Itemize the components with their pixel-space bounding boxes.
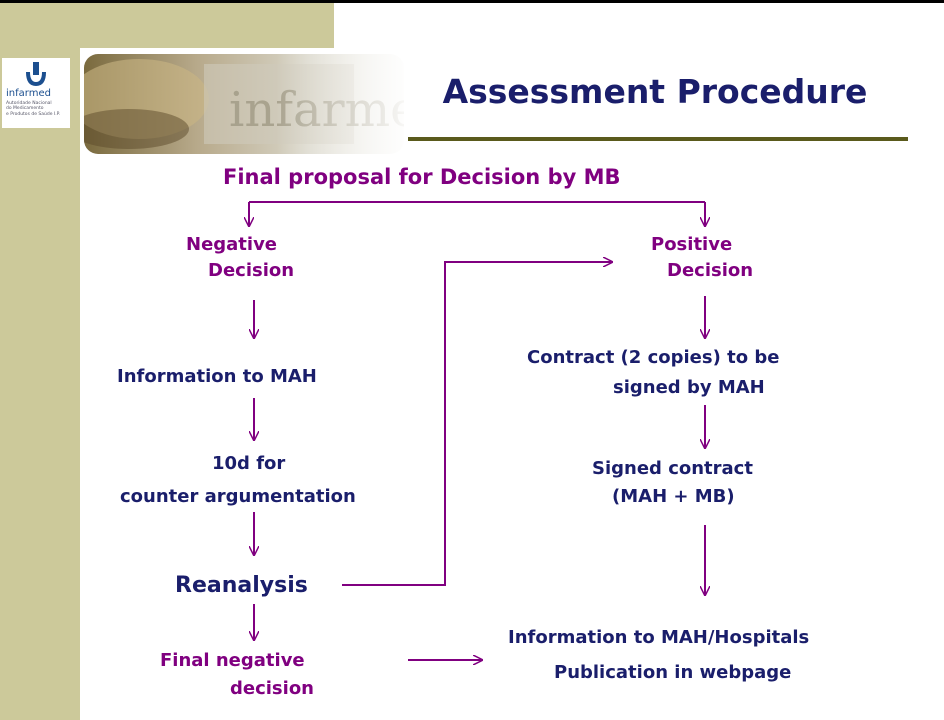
negative-decision-label: Negative Decision bbox=[186, 234, 295, 281]
infarmed-logo: infarmed Autoridade Nacional do Medicame… bbox=[2, 58, 70, 128]
arrow-reanalysis-to-positive bbox=[342, 262, 612, 586]
info-to-mah-label: Information to MAH bbox=[117, 366, 317, 387]
header-rule bbox=[408, 137, 908, 141]
top-border bbox=[0, 0, 944, 3]
page-title: Assessment Procedure bbox=[442, 72, 868, 111]
logo-name: infarmed bbox=[6, 88, 51, 99]
counter-argumentation-label: 10d for counter argumentation bbox=[120, 453, 356, 507]
top-accent-block bbox=[80, 3, 334, 48]
positive-decision-label: Positive Decision bbox=[651, 234, 754, 281]
info-hospitals-label: Information to MAH/Hospitals Publication… bbox=[508, 627, 810, 683]
header-photo: infarmed bbox=[84, 54, 404, 154]
logo-subtitle: Autoridade Nacional do Medicamento e Pro… bbox=[6, 101, 61, 117]
reanalysis-label: Reanalysis bbox=[175, 573, 308, 598]
contract-label: Contract (2 copies) to be signed by MAH bbox=[527, 347, 780, 398]
top-proposal-label: Final proposal for Decision by MB bbox=[223, 165, 621, 189]
signed-contract-label: Signed contract (MAH + MB) bbox=[592, 458, 753, 507]
final-negative-label: Final negative decision bbox=[160, 650, 314, 699]
logo-mark-icon bbox=[26, 62, 46, 86]
